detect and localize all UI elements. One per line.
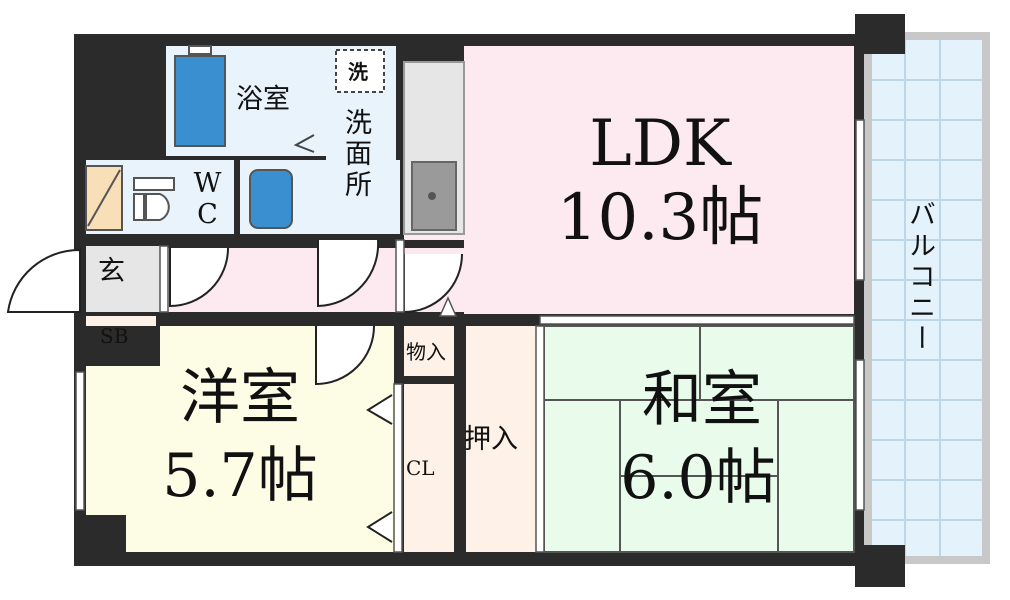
bathtub (174, 55, 226, 147)
washroom-label: 洗面所 (340, 108, 371, 201)
ldk-size: 10.3帖 (556, 181, 764, 255)
toilet-bowl (133, 193, 170, 221)
oshiire-label: 押入 (464, 424, 518, 455)
western-room-size: 5.7帖 (162, 441, 318, 511)
wash-basin (249, 169, 293, 229)
entrance (86, 246, 160, 312)
closet (404, 384, 454, 552)
washer-space (335, 49, 385, 93)
western-room-name: 洋室 (180, 363, 300, 433)
storage-label: 物入 (406, 340, 446, 364)
japanese-room-name: 和室 (642, 365, 762, 435)
shoe-box-label: SB (100, 324, 129, 348)
windows (75, 119, 865, 553)
balcony-label: バルコニー (904, 200, 935, 355)
interior-doors (169, 239, 463, 314)
balcony-area (864, 32, 990, 564)
bath-label: 浴室 (236, 84, 290, 115)
entrance-door (6, 248, 81, 313)
japanese-room-size: 6.0帖 (620, 443, 776, 513)
wc-label: WC (192, 168, 223, 230)
toilet-tank (133, 177, 175, 191)
washer-label: 洗 (348, 60, 368, 84)
ldk-name: LDK (589, 107, 731, 181)
entrance-label: 玄 (98, 256, 125, 287)
oshiire (466, 326, 536, 552)
storage (404, 326, 454, 376)
closet-label: CL (406, 456, 435, 480)
